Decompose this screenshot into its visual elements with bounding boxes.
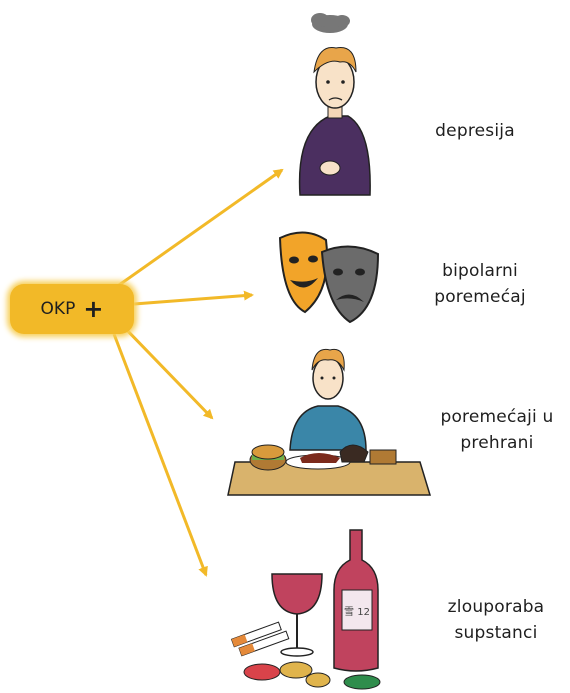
alcohol-pills-cigarettes-icon: 雪 12 (230, 529, 381, 690)
label-substance-abuse: zlouporaba supstanci (447, 597, 545, 643)
arrow-to-eating (120, 323, 214, 420)
arrow-to-bipolar (133, 290, 254, 306)
label-depression: depresija (435, 121, 515, 141)
center-node-okp: OKP + (10, 284, 134, 334)
arrow-to-substance (112, 333, 208, 577)
bottle-label: 雪 12 (344, 606, 370, 618)
label-eating-disorders: poremećaji u prehrani (440, 407, 554, 453)
label-bipolar: bipolarni poremećaj (434, 261, 526, 307)
theatre-masks-icon (278, 231, 380, 324)
plus-symbol: + (83, 295, 104, 323)
center-node-label: OKP (40, 299, 76, 319)
depressed-person-icon (298, 13, 371, 196)
arrow-to-depression (111, 168, 284, 292)
overeating-person-icon (227, 348, 432, 496)
arrows (111, 168, 284, 577)
